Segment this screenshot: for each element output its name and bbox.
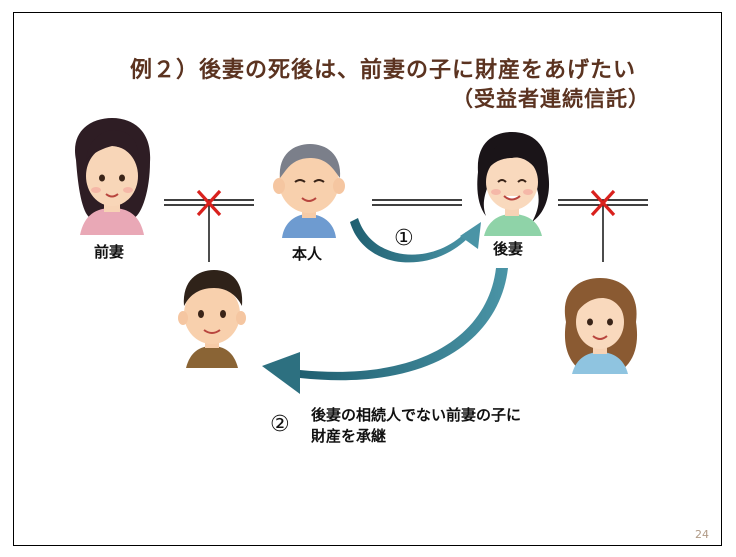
self-label: 本人 (292, 245, 323, 263)
second-wife-avatar (477, 132, 550, 236)
divorce-line-right (558, 199, 648, 262)
slide-subtitle: （受益者連続信託） (452, 87, 650, 111)
divorce-x-icon (590, 189, 616, 217)
step2-text-line2: 財産を承継 (311, 427, 387, 445)
second-wife-label: 後妻 (493, 240, 524, 258)
slide-title: 例２）後妻の死後は、前妻の子に財産をあげたい (130, 58, 637, 83)
other-woman-avatar (564, 278, 638, 374)
child-avatar (178, 270, 246, 368)
step1-number: ① (394, 226, 414, 251)
step2-text-line1: 後妻の相続人でない前妻の子に (311, 406, 522, 424)
arrow-step1-icon (350, 218, 481, 263)
former-wife-label: 前妻 (94, 243, 125, 261)
former-wife-avatar (74, 118, 151, 235)
marriage-line (372, 199, 462, 206)
arrow-step2-icon (262, 268, 508, 394)
page-number: 24 (695, 528, 709, 541)
step2-number: ② (270, 412, 290, 437)
self-avatar (273, 144, 345, 238)
divorce-x-icon (196, 189, 222, 217)
divorce-line-left (164, 199, 254, 262)
